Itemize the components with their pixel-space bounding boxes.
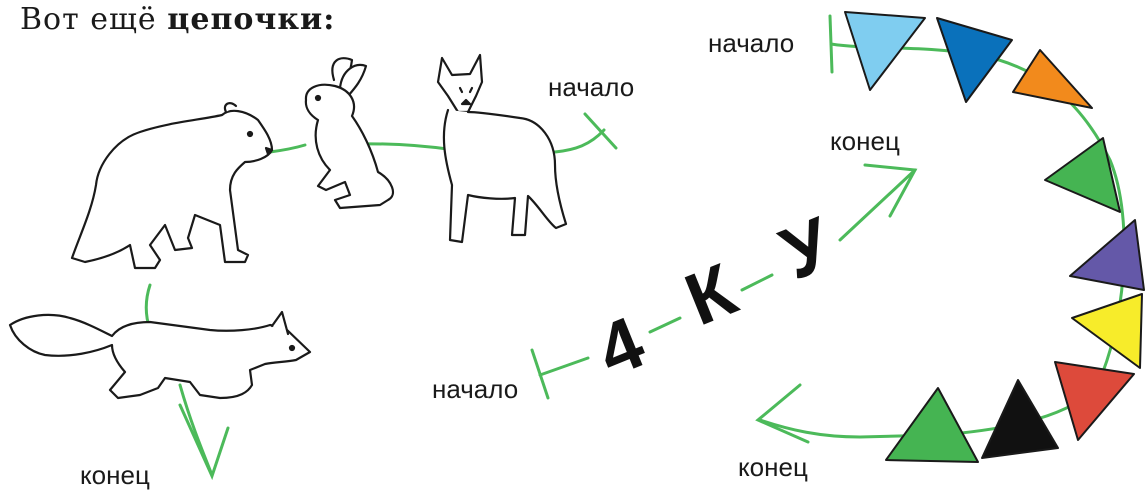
animal-end-arrow — [178, 403, 230, 481]
letter-start-label: начало — [432, 374, 518, 404]
wolf-illustration — [436, 53, 568, 244]
triangle-start-label: начало — [708, 28, 794, 58]
animal-chain: начало конец — [8, 53, 634, 490]
triangle-orange — [1012, 49, 1093, 109]
letter-end-label: конец — [830, 126, 900, 156]
triangle-group — [844, 11, 1145, 463]
page-heading: Вот ещё цепочки: — [20, 2, 335, 37]
animal-end-label: конец — [80, 460, 150, 490]
letter-chain-link-1 — [538, 356, 590, 377]
triangle-green — [1044, 137, 1121, 213]
bear-illustration — [70, 102, 274, 270]
heading-bold: цепочки: — [167, 2, 336, 37]
triangle-violet — [1069, 219, 1145, 291]
triangle-chain: начало конец — [708, 11, 1145, 482]
animal-start-label: начало — [548, 72, 634, 102]
triangle-end-arrow — [755, 383, 810, 444]
triangle-black — [981, 379, 1059, 459]
triangle-blue — [936, 17, 1013, 103]
animal-start-bar — [583, 112, 618, 150]
hare-illustration — [304, 57, 395, 210]
letter-2: К — [674, 247, 748, 341]
letter-chain-link-3 — [740, 273, 774, 292]
triangle-light-blue — [844, 11, 926, 91]
triangle-green — [885, 387, 979, 463]
triangle-yellow — [1071, 293, 1143, 369]
triangle-red — [1054, 361, 1135, 441]
animal-chain-line — [144, 128, 606, 477]
letter-chain-link-2 — [648, 316, 682, 334]
letter-chain-link-4 — [838, 168, 917, 242]
triangle-end-label: конец — [738, 452, 808, 482]
letter-3: У — [770, 201, 845, 296]
heading-prefix: Вот ещё — [20, 2, 157, 37]
letter-end-arrow — [863, 163, 918, 218]
fox-illustration — [8, 310, 312, 400]
letter-1: 4 — [586, 300, 655, 392]
